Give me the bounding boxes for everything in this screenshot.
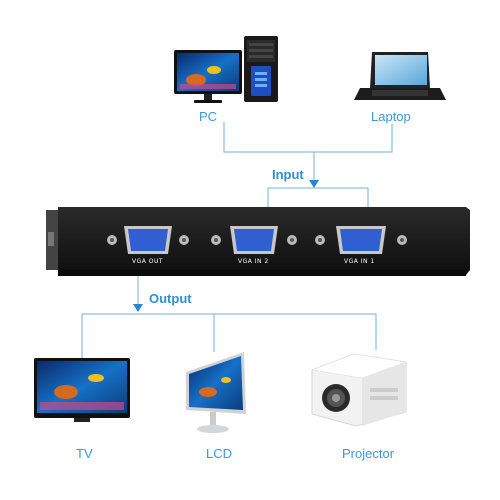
lcd-label: LCD: [206, 446, 233, 461]
pc-label: PC: [199, 109, 218, 124]
tv-icon: [34, 358, 130, 422]
projector-label: Projector: [342, 446, 395, 461]
desktop-pc-icon: [174, 36, 278, 103]
vga-in-1-port: [315, 226, 407, 254]
output-arrow: [133, 304, 143, 312]
vga-in-2-label: VGA IN 2: [238, 258, 269, 265]
vga-in-1-label: VGA IN 1: [344, 258, 375, 265]
lcd-monitor-icon: [186, 352, 246, 433]
projector-icon: [311, 353, 407, 427]
vga-out-label: VGA OUT: [132, 258, 164, 265]
laptop-icon: [354, 52, 446, 100]
vga-out-port: [107, 226, 189, 254]
output-label: Output: [149, 291, 192, 306]
output-lines: [81, 262, 377, 360]
vga-in-2-port: [211, 226, 297, 254]
laptop-label: Laptop: [371, 109, 411, 124]
tv-label: TV: [76, 446, 93, 461]
input-arrow: [309, 180, 319, 188]
input-label: Input: [272, 167, 304, 182]
